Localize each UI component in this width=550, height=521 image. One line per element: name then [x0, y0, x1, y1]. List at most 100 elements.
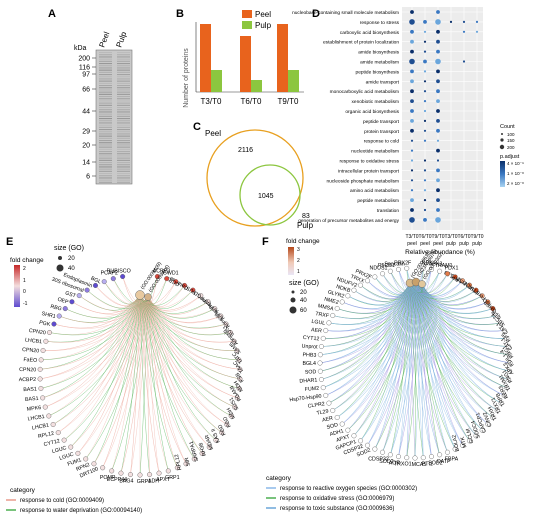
network-edge — [77, 294, 141, 454]
d-dot — [410, 189, 414, 192]
d-dot — [462, 30, 466, 33]
network-node — [191, 456, 197, 462]
network-edge — [147, 296, 235, 408]
e-fc-title: fold change — [10, 257, 44, 264]
d-dots — [409, 10, 479, 223]
gel-band-peel — [99, 170, 112, 172]
d-legend-count-1: 100 — [507, 132, 515, 137]
network-gene-label: AOR — [389, 461, 401, 467]
d-plot-area — [402, 7, 483, 230]
network-node — [110, 276, 116, 282]
d-column-label-sub: peel — [433, 241, 442, 247]
panel-d: D nucleobase-containing small molecule m… — [292, 7, 524, 256]
network-gene-label: NDUS1 — [370, 266, 388, 272]
d-dot — [449, 20, 453, 23]
gel-band-pulp — [117, 155, 130, 157]
network-gene-label: KAS II — [211, 427, 222, 443]
gel-band-peel — [99, 124, 112, 126]
network-gene-label: BAS1 — [23, 386, 37, 393]
d-dot — [423, 208, 427, 212]
network-edge — [421, 283, 424, 458]
network-edge — [409, 280, 463, 298]
d-term-label: response to cold — [364, 139, 400, 145]
network-node — [183, 461, 189, 467]
bar-t9-pulp — [288, 70, 299, 92]
network-node — [501, 392, 507, 398]
network-node — [212, 306, 218, 312]
network-gene-label: LHCB1 — [25, 337, 43, 345]
network-node — [428, 266, 434, 272]
d-dot — [423, 90, 427, 93]
network-node — [83, 456, 89, 462]
gel-band-peel — [99, 52, 112, 54]
network-node — [498, 320, 504, 326]
network-edge — [111, 294, 141, 471]
network-gene-label: RPL12 — [174, 453, 183, 470]
network-node — [473, 433, 479, 439]
d-dot — [436, 208, 440, 212]
gel-band-peel — [99, 71, 112, 73]
network-node — [490, 414, 496, 420]
network-edge — [325, 282, 411, 396]
network-gene-label: BAS1 — [25, 396, 39, 403]
network-gene-label: SNRPA1 — [189, 440, 201, 462]
d-dot — [436, 49, 440, 54]
panel-f: F fold change 3 2 1 size (GO) 20 40 60 P… — [262, 236, 516, 512]
network-gene-label: Unprot — [301, 344, 318, 351]
network-node — [320, 385, 326, 391]
network-node — [127, 472, 133, 478]
network-edge — [139, 294, 231, 335]
network-gene-label: PCAP2 — [101, 271, 118, 277]
d-column-label-sub: peel — [420, 241, 429, 247]
network-gene-label: NME2 — [323, 296, 339, 305]
network-gene-label: TRXH — [487, 405, 498, 421]
gel-band-pulp — [117, 52, 130, 54]
lane-label-pulp: Pulp — [114, 30, 128, 49]
network-edge — [85, 294, 141, 460]
network-edge — [409, 282, 424, 458]
gel-band-pulp — [117, 140, 130, 142]
d-term-label: monocarboxylic acid metabolism — [330, 89, 399, 95]
d-column-label: T3/T0 — [444, 234, 457, 240]
gel-band-pulp — [117, 133, 130, 135]
gel-band-peel — [99, 120, 112, 122]
network-gene-label: FUM2 — [305, 386, 320, 393]
network-edge — [374, 282, 411, 450]
d-dot — [436, 99, 440, 103]
f-size-60: 60 — [300, 308, 307, 314]
network-node — [92, 282, 98, 288]
network-edge — [139, 294, 178, 468]
network-node — [345, 427, 351, 433]
b-xtick-t9: T9/T0 — [278, 97, 299, 106]
marker-label: 6 — [86, 174, 90, 181]
d-dot — [423, 159, 427, 162]
gel-bands — [99, 52, 130, 183]
network-node — [420, 455, 426, 461]
network-edge — [409, 282, 502, 404]
network-node — [372, 274, 378, 280]
d-dot — [436, 188, 440, 193]
d-dot — [410, 159, 414, 162]
network-edge — [342, 282, 411, 425]
network-edge — [409, 282, 483, 431]
venn-circle-peel — [206, 129, 304, 227]
network-node — [50, 422, 56, 428]
gel-band-pulp — [117, 137, 130, 139]
network-node — [380, 449, 386, 455]
gel-band-peel — [99, 153, 112, 155]
network-gene-label: APXT — [156, 477, 171, 483]
network-node — [205, 299, 211, 305]
network-node — [100, 465, 106, 471]
network-edge — [409, 282, 510, 372]
network-edge — [323, 282, 411, 388]
gel-band-peel — [99, 78, 112, 80]
network-node — [43, 338, 49, 344]
network-edge — [147, 296, 160, 474]
d-dot — [436, 109, 440, 113]
network-gene-label: PHB3 — [302, 352, 316, 358]
d-dot — [423, 139, 427, 142]
gel-band-pulp — [117, 166, 130, 168]
network-gene-label: GWD1 — [163, 271, 179, 277]
gel-band-pulp — [117, 93, 130, 95]
gel-band-pulp — [117, 89, 130, 91]
